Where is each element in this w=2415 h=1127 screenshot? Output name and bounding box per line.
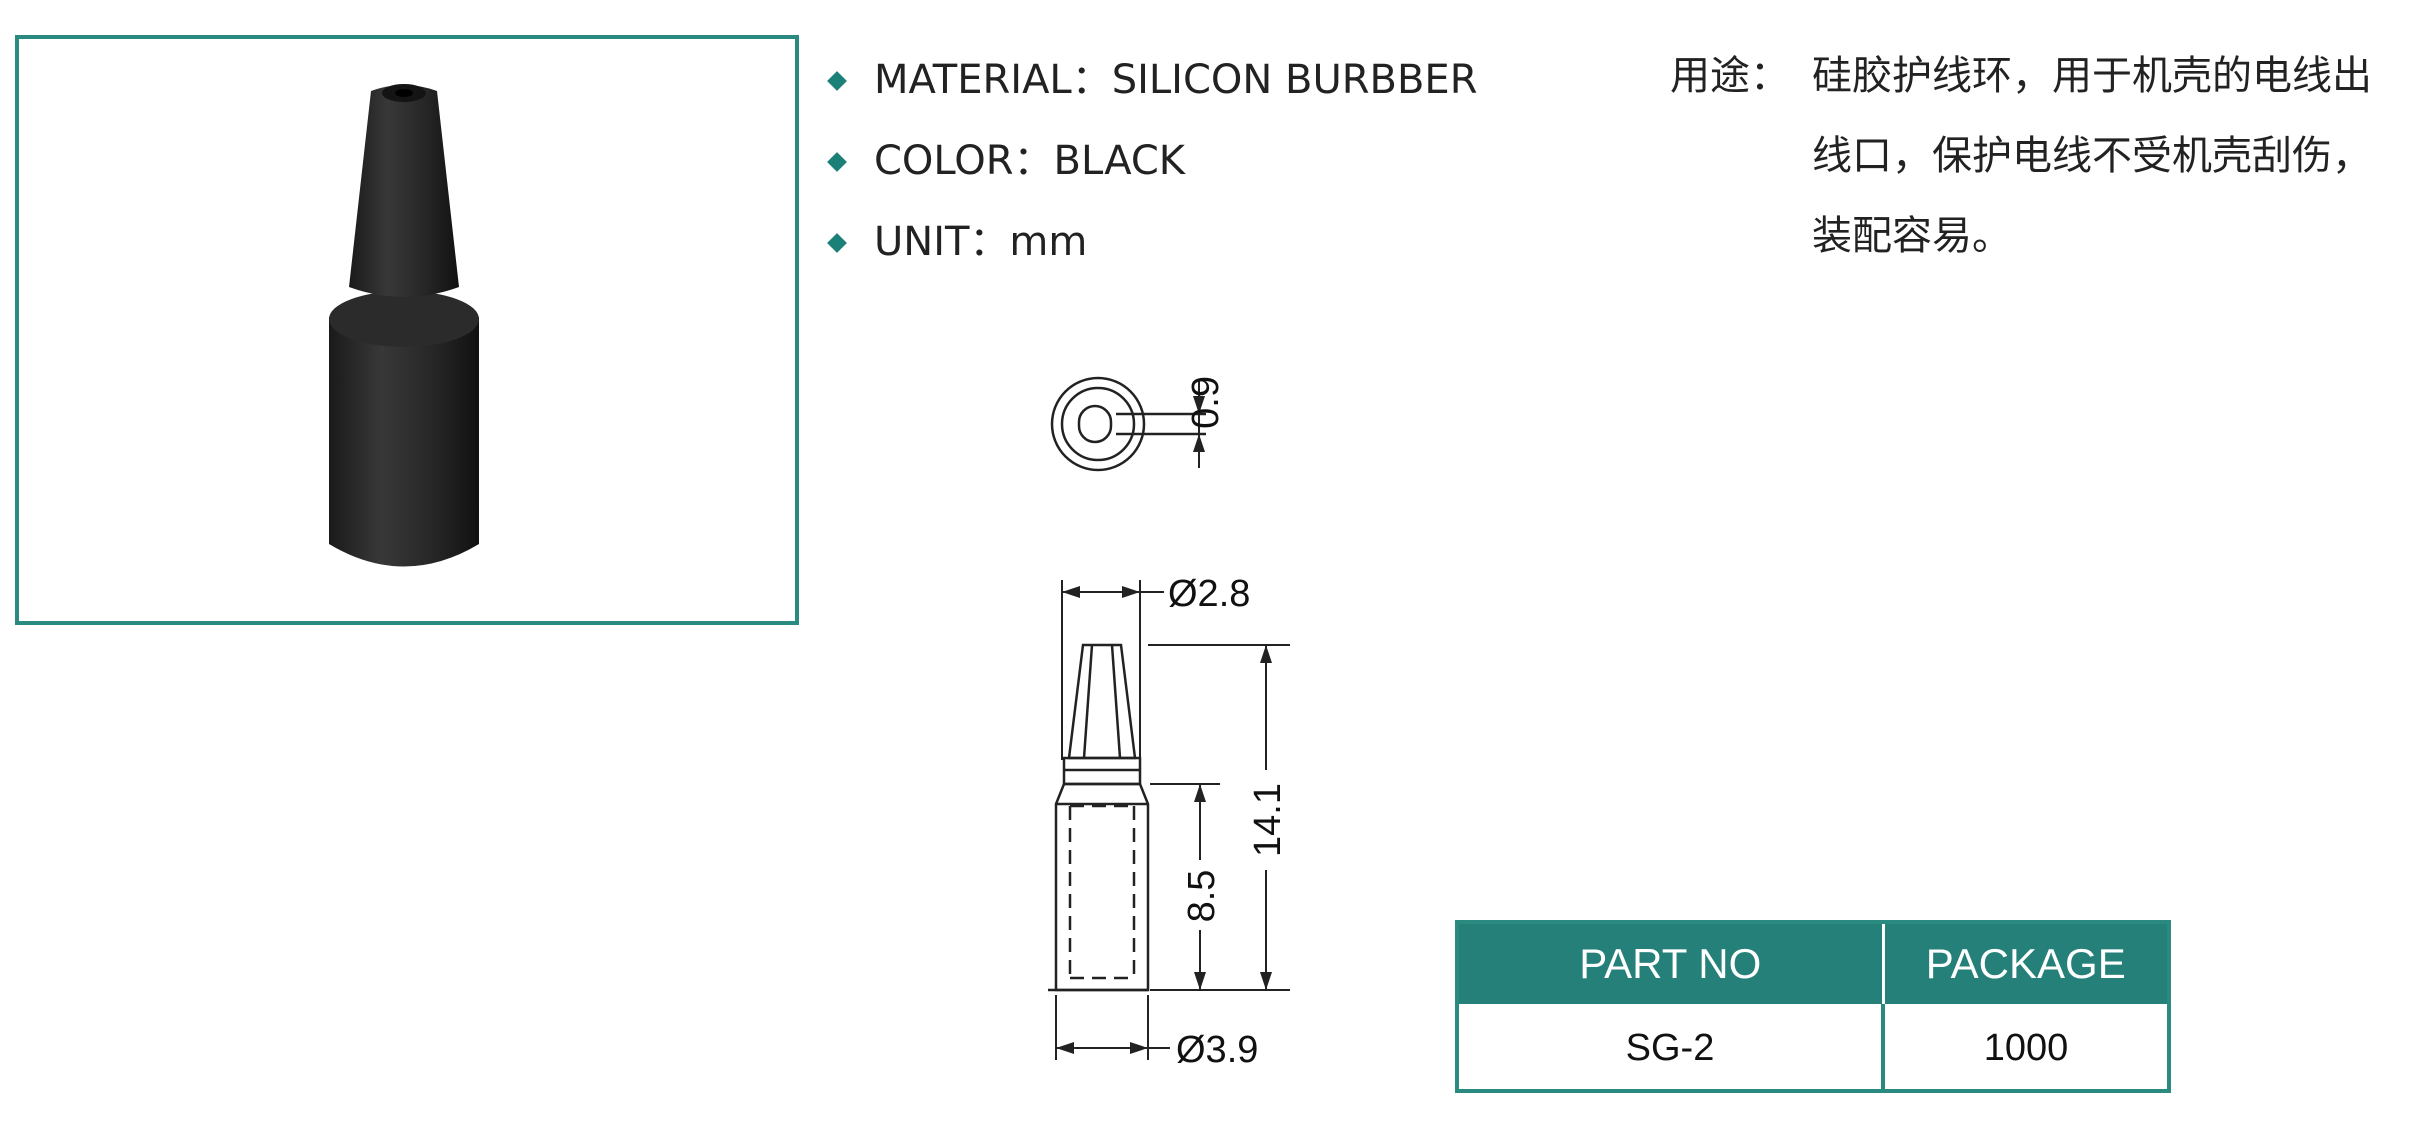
dim-body-length-label: 8.5 [1181, 870, 1223, 923]
table-header-row: PART NO PACKAGE [1457, 922, 2169, 1007]
spec-list: MATERIAL：SILICON BURBBER COLOR：BLACK UNI… [826, 40, 1478, 283]
product-nozzle [349, 85, 459, 297]
usage-label: 用途： [1670, 53, 1790, 99]
dimension-arrows [1056, 396, 1272, 1054]
top-view [1050, 376, 1206, 472]
product-body [329, 317, 479, 567]
spec-color-text: COLOR：BLACK [874, 138, 1186, 184]
cell-package: 1000 [1881, 1005, 2169, 1091]
usage-text: 硅胶护线环，用于机壳的电线出线口，保护电线不受机壳刮伤，装配容易。 [1812, 53, 2372, 259]
dim-hole-label: 0.9 [1185, 376, 1227, 429]
dim-total-length-label: 14.1 [1247, 783, 1289, 857]
side-view [1048, 643, 1150, 992]
dimension-lines [1055, 580, 1290, 1060]
dim-bottom-diameter-label: Ø3.9 [1176, 1029, 1258, 1071]
spec-item-color: COLOR：BLACK [826, 121, 1478, 202]
spec-unit-text: UNIT：mm [874, 219, 1088, 265]
table-row: SG-2 1000 [1457, 1005, 2169, 1091]
part-table: PART NO PACKAGE SG-2 1000 [1455, 920, 2171, 1093]
cell-part-no: SG-2 [1625, 1026, 1715, 1069]
header-package: PACKAGE [1881, 922, 2169, 1007]
spec-item-material: MATERIAL：SILICON BURBBER [826, 40, 1478, 121]
product-photo [329, 84, 479, 567]
header-part-no: PART NO [1457, 922, 1885, 1007]
spec-material-text: MATERIAL：SILICON BURBBER [874, 57, 1478, 103]
product-photo-frame [15, 35, 799, 625]
dim-top-diameter-label: Ø2.8 [1168, 573, 1250, 615]
spec-item-unit: UNIT：mm [826, 202, 1478, 283]
